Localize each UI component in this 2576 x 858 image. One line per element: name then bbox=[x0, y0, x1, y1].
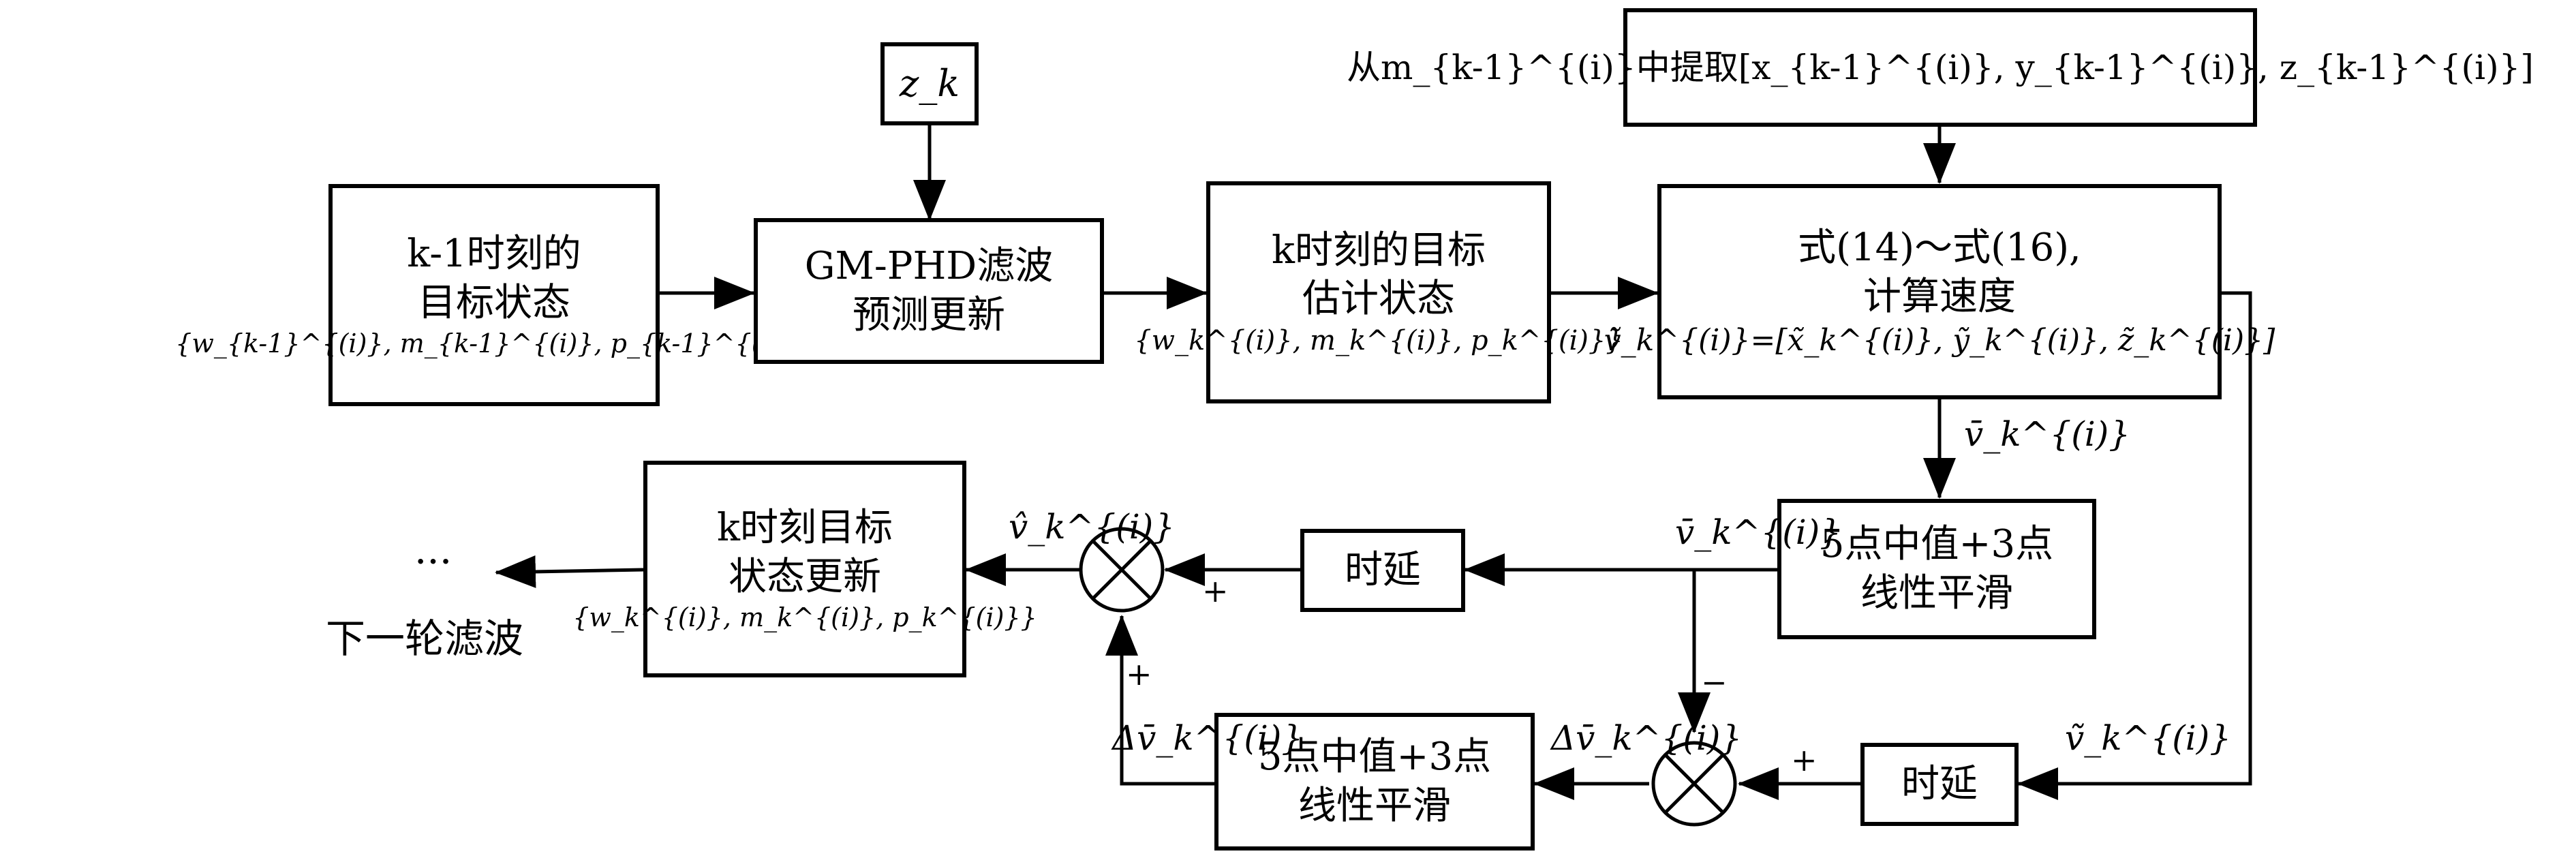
update-line-1: k时刻目标 bbox=[717, 506, 893, 551]
zk-input-box: z_k bbox=[880, 42, 979, 125]
update-line-2: 状态更新 bbox=[729, 554, 881, 599]
edge-smoothbottom-to-sumtop bbox=[1105, 615, 1214, 786]
zk-label: z_k bbox=[899, 62, 960, 106]
update-line-3: {w_k^{(i)}, m_k^{(i)}, p_k^{(i)}} bbox=[572, 602, 1037, 633]
est-state-line-1: k时刻的目标 bbox=[1272, 228, 1486, 273]
label-v-hat-output: v̂_k^{(i)} bbox=[1009, 507, 1176, 547]
smooth-top-line-2: 线性平滑 bbox=[1860, 571, 2013, 615]
velocity-box: 式(14)～式(16), 计算速度 ṽ_k^{(i)}=[x̃_k^{(i)},… bbox=[1604, 184, 2275, 399]
est-state-line-3: {w_k^{(i)}, m_k^{(i)}, p_k^{(i)}} bbox=[1134, 325, 1623, 357]
edge-update-to-next bbox=[495, 555, 644, 588]
update-box: k时刻目标 状态更新 {w_k^{(i)}, m_k^{(i)}, p_k^{(… bbox=[572, 461, 1037, 677]
ellipsis-label: ··· bbox=[414, 538, 453, 585]
delay-bottom-label: 时延 bbox=[1901, 762, 1978, 807]
smooth-top-line-1: 5点中值+3点 bbox=[1820, 522, 2054, 567]
sign-sum-top-bottom: + bbox=[1126, 656, 1152, 692]
next-round-label: 下一轮滤波 bbox=[326, 615, 524, 662]
label-delta-v-left: Δv̄_k^{(i)} bbox=[1112, 718, 1304, 758]
gmphd-box: GM-PHD滤波 预测更新 bbox=[754, 218, 1104, 364]
prev-state-line-3: {w_{k-1}^{(i)}, m_{k-1}^{(i)}, p_{k-1}^{… bbox=[175, 328, 813, 359]
prev-state-line-2: 目标状态 bbox=[418, 280, 570, 325]
extract-label: 从m_{k-1}^{(i)}中提取[x_{k-1}^{(i)}, y_{k-1}… bbox=[1347, 48, 2534, 87]
velocity-line-3: ṽ_k^{(i)}=[x̃_k^{(i)}, ỹ_k^{(i)}, z̃_k^{… bbox=[1604, 322, 2275, 358]
sum-junction-bottom bbox=[1651, 741, 1737, 827]
label-v-tilde-right: ṽ_k^{(i)} bbox=[2065, 718, 2232, 758]
sign-sum-top-right: + bbox=[1202, 572, 1229, 609]
velocity-line-1: 式(14)～式(16), bbox=[1798, 226, 2081, 271]
edge-velocity-to-delaybottom bbox=[2017, 291, 2252, 800]
delay-top-box: 时延 bbox=[1300, 529, 1465, 612]
prev-state-line-1: k-1时刻的 bbox=[407, 232, 581, 277]
smooth-bottom-line-1: 5点中值+3点 bbox=[1257, 735, 1492, 780]
gmphd-line-1: GM-PHD滤波 bbox=[804, 244, 1054, 289]
label-v-bar-branch: v̄_k^{(i)} bbox=[1675, 512, 1842, 552]
gmphd-line-2: 预测更新 bbox=[853, 293, 1005, 337]
label-v-bar-after-velocity: v̄_k^{(i)} bbox=[1964, 414, 2131, 454]
smooth-bottom-line-2: 线性平滑 bbox=[1298, 784, 1451, 828]
sign-sum-bottom-top: − bbox=[1701, 664, 1728, 701]
smooth-bottom-box: 5点中值+3点 线性平滑 bbox=[1214, 713, 1535, 851]
est-state-box: k时刻的目标 估计状态 {w_k^{(i)}, m_k^{(i)}, p_k^{… bbox=[1134, 181, 1623, 403]
smooth-top-box: 5点中值+3点 线性平滑 bbox=[1777, 499, 2096, 639]
delay-bottom-box: 时延 bbox=[1860, 743, 2019, 826]
extract-box: 从m_{k-1}^{(i)}中提取[x_{k-1}^{(i)}, y_{k-1}… bbox=[1347, 8, 2534, 127]
prev-state-box: k-1时刻的 目标状态 {w_{k-1}^{(i)}, m_{k-1}^{(i)… bbox=[175, 184, 813, 406]
est-state-line-2: 估计状态 bbox=[1302, 277, 1455, 322]
velocity-line-2: 计算速度 bbox=[1863, 274, 2016, 319]
delay-top-label: 时延 bbox=[1345, 548, 1421, 593]
sign-sum-bottom-right: + bbox=[1791, 741, 1818, 778]
sum-junction-top bbox=[1079, 527, 1165, 613]
label-delta-v-mid: Δv̄_k^{(i)} bbox=[1551, 718, 1743, 758]
